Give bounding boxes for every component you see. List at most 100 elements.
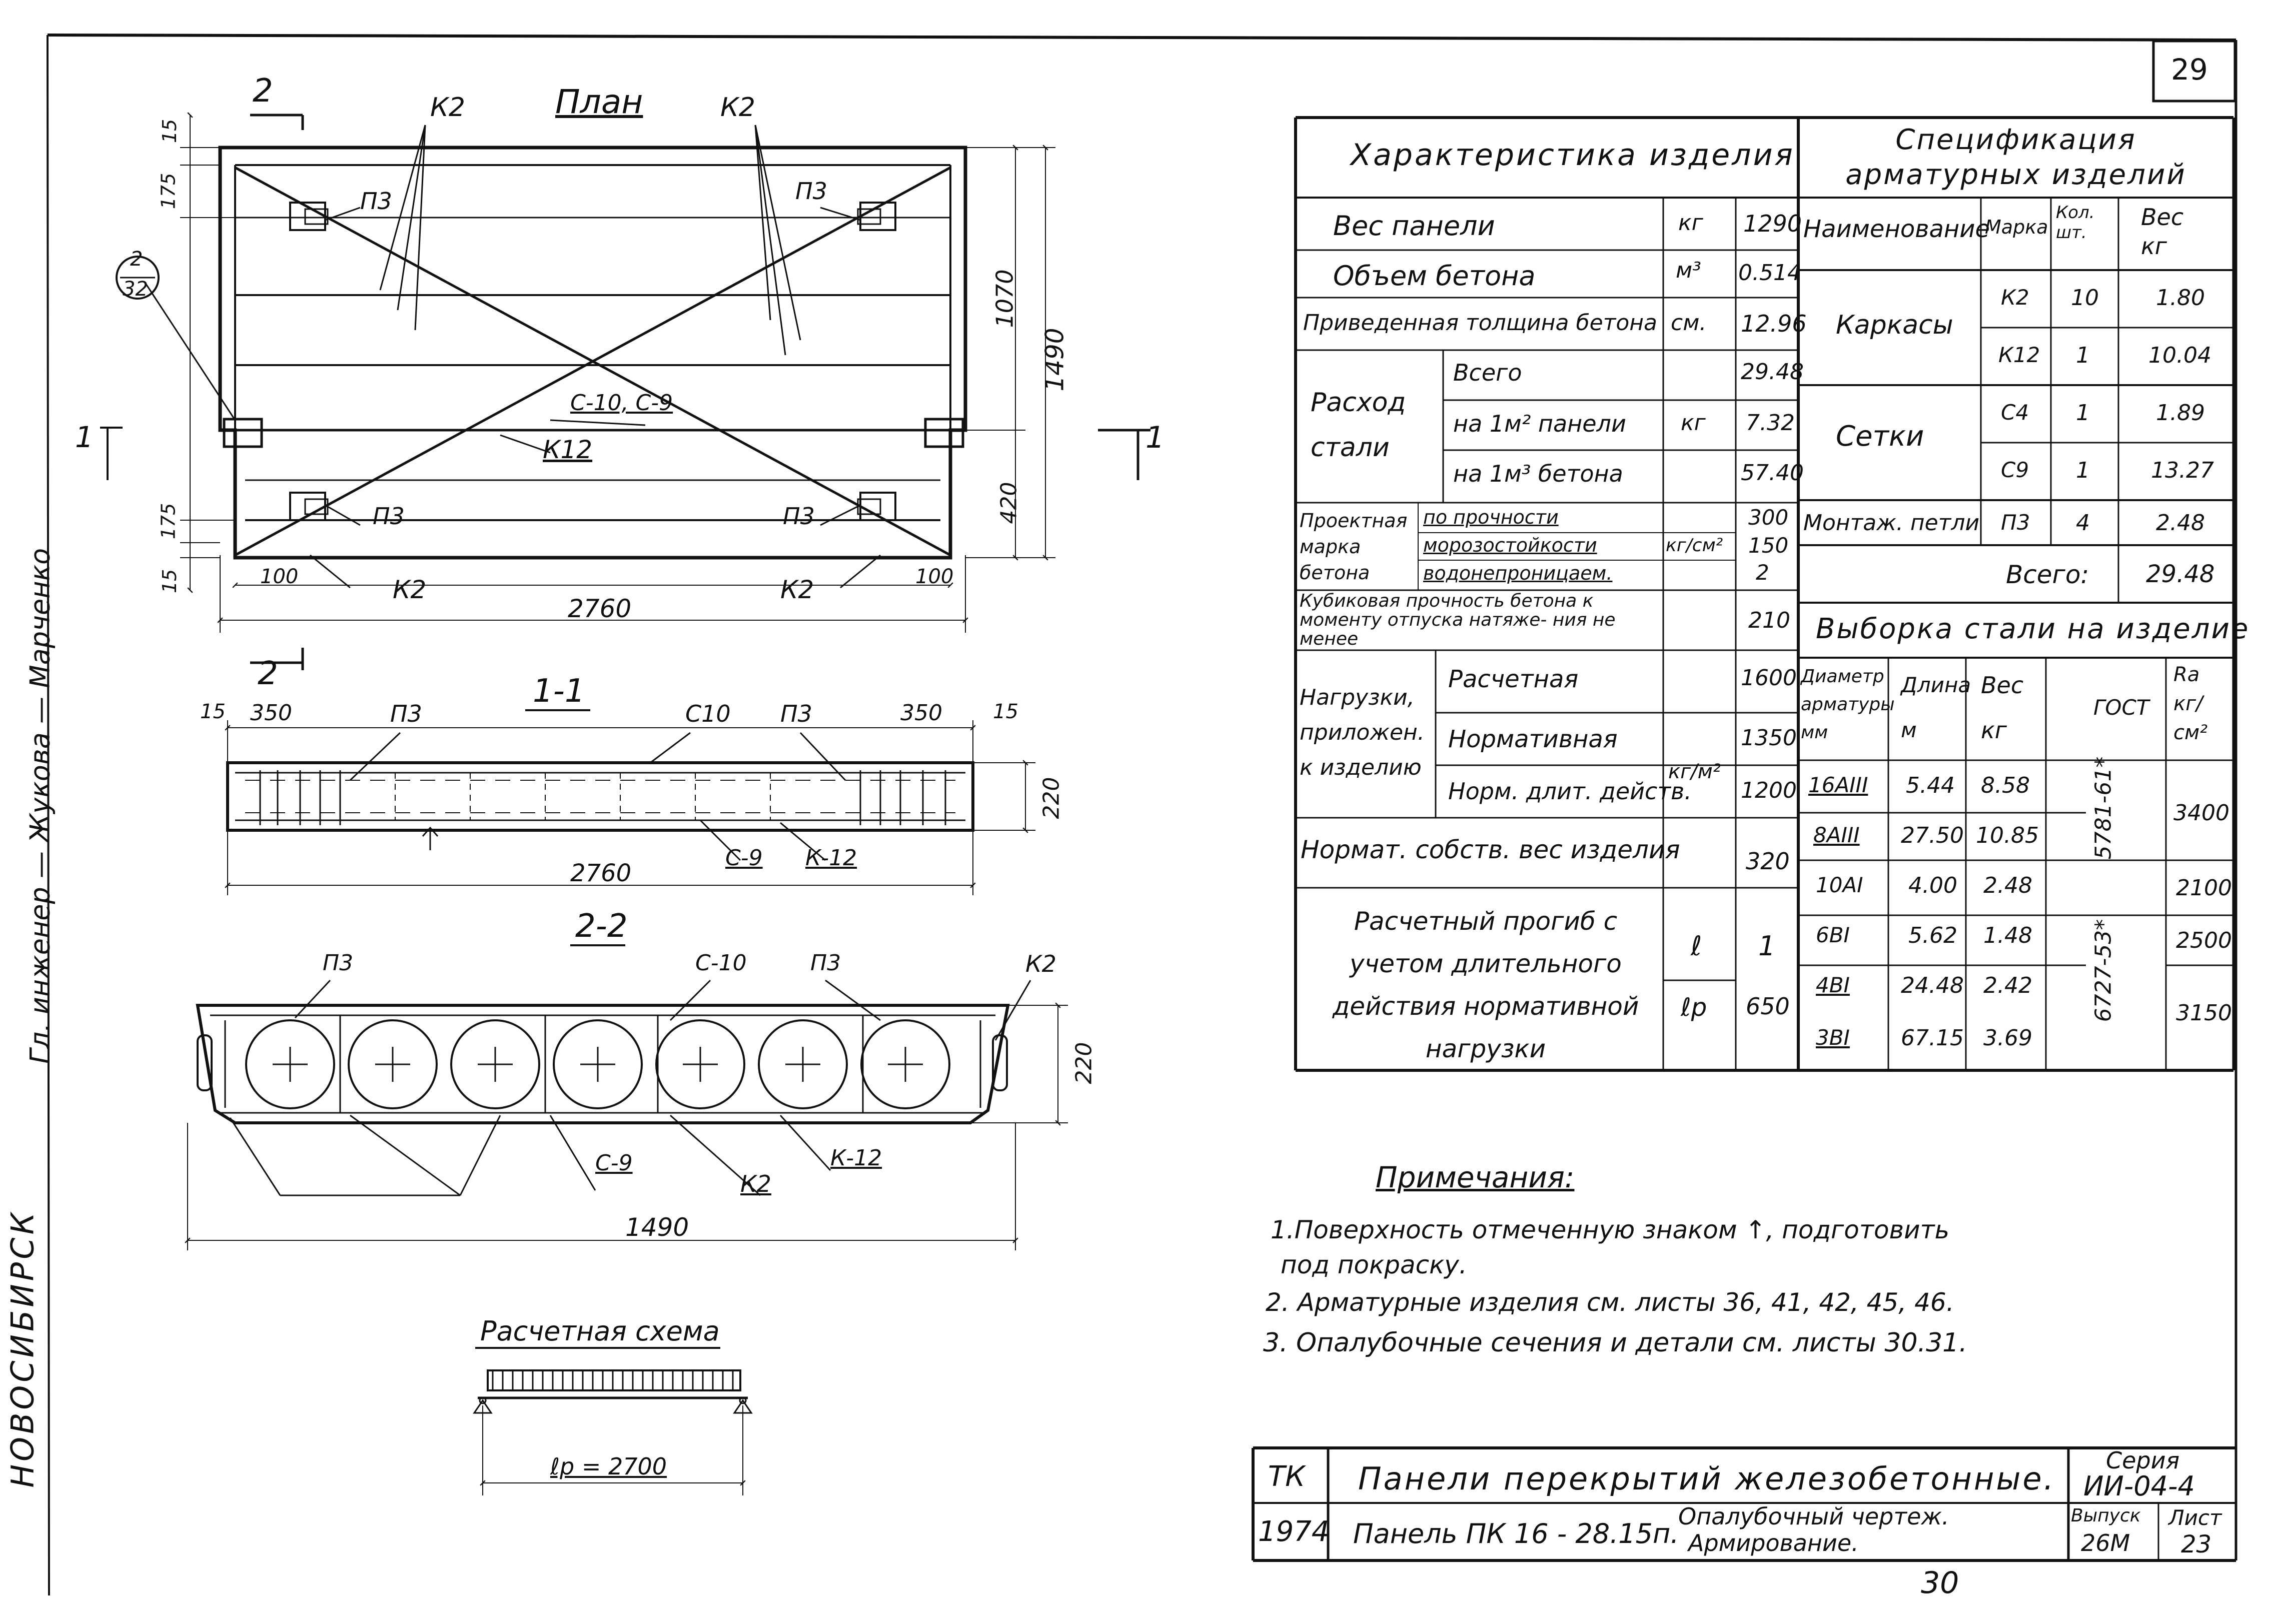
tb-year: 1974 [1258, 1515, 1330, 1548]
s22-label-c9: С-9 [595, 1150, 633, 1176]
note-1: 1.Поверхность отмеченную знаком ↑, подго… [1271, 1215, 1950, 1244]
tb-panel: Панель ПК 16 - 28.15п. [1353, 1518, 1679, 1549]
sel-row-2-wt: 2.48 [1983, 873, 2032, 898]
steel-selection-header: Выборка стали на изделие [1816, 613, 2250, 645]
s11-label-p3-right: П3 [780, 700, 812, 727]
concrete-grade-unit: кг/см² [1666, 535, 1723, 556]
s22-dim-220: 220 [1071, 1042, 1097, 1084]
deflection-value-num: 1 [1758, 930, 1776, 962]
plan-section-mark-bottom: 2 [258, 655, 278, 692]
steel-row-2-label: на 1м³ бетона [1453, 460, 1623, 487]
plan-dim-420: 420 [996, 482, 1022, 524]
own-weight-label: Нормат. собств. вес изделия [1301, 835, 1680, 864]
tb-issue: 26М [2081, 1529, 2130, 1556]
tb-sheet-label: Лист [2168, 1505, 2222, 1530]
characteristics-header: Характеристика изделия [1351, 138, 1795, 173]
plan-label-k2-bl: К2 [393, 575, 427, 604]
sel-row-3-len: 5.62 [1908, 923, 1957, 948]
sel-row-3-wt: 1.48 [1983, 923, 2032, 948]
char-weight-value: 1290 [1743, 210, 1802, 237]
tb-series: ИИ-04-4 [2083, 1470, 2195, 1502]
spec-total-label: Всего: [2006, 560, 2089, 589]
sel-row-4-len: 24.48 [1901, 973, 1964, 998]
section-1-1-title: 1-1 [533, 673, 585, 710]
calc-scheme [473, 1347, 753, 1495]
plan-label-p3-tr: П3 [795, 178, 827, 205]
plan-label-c10-c9: С-10, С-9 [570, 390, 673, 416]
callout-denominator: 32 [123, 278, 148, 301]
page-number: 29 [2171, 53, 2208, 87]
spec-group-1-row-1-weight: 13.27 [2151, 458, 2214, 483]
spec-group-0-row-1-mark: К12 [1998, 343, 2040, 367]
plan-dim-1070: 1070 [991, 269, 1018, 328]
cube-strength-value: 210 [1748, 608, 1790, 633]
deflection-unit-num: ℓ [1691, 930, 1702, 962]
scheme-span-label: ℓр = 2700 [550, 1453, 667, 1480]
sel-col-length: Длина м [1901, 673, 1971, 742]
steel-row-1-value: 7.32 [1746, 410, 1795, 436]
note-3: 3. Опалубочные сечения и детали см. лист… [1263, 1328, 1967, 1358]
cube-strength-label: Кубиковая прочность бетона к моменту отп… [1300, 591, 1616, 649]
sheet-frame [47, 34, 2237, 1596]
concrete-row-1-value: 150 [1748, 533, 1789, 558]
plan-label-k12: К12 [543, 435, 593, 464]
plan-label-k2-br: К2 [780, 575, 814, 604]
s11-dim-15-left: 15 [200, 700, 226, 723]
spec-group-1-row-0-weight: 1.89 [2156, 400, 2205, 426]
steel-row-1-label: на 1м² панели [1453, 410, 1626, 437]
callout-numerator: 2 [130, 248, 143, 271]
plan-title: План [555, 83, 643, 121]
s11-dim-2760: 2760 [570, 859, 632, 887]
sel-ra-0: 3400 [2173, 800, 2229, 826]
concrete-grade-label: Проектная марка бетона [1300, 510, 1408, 584]
sel-gost-1: 5781-61* [2090, 756, 2116, 860]
spec-group-0-row-0-qty: 10 [2071, 285, 2099, 311]
section-one-left-label: 1 [75, 420, 94, 454]
s22-label-k2-top: К2 [1025, 950, 1056, 977]
notes-title: Примечания: [1376, 1160, 1575, 1194]
spec-group-1-row-1-mark: С9 [2001, 458, 2029, 482]
steel-row-2-value: 57.40 [1741, 460, 1804, 486]
steel-usage-label: Расход стали [1311, 388, 1406, 463]
s22-dim-1490: 1490 [625, 1213, 689, 1242]
deflection-value-den: 650 [1746, 993, 1790, 1020]
loads-row-0-value: 1600 [1741, 665, 1797, 691]
plan-label-p3-tl: П3 [360, 188, 392, 215]
loads-unit: кг/м² [1668, 760, 1721, 783]
deflection-label: Расчетный прогиб с учетом длительного де… [1332, 907, 1639, 1063]
note-2: 2. Арматурные изделия см. листы 36, 41, … [1266, 1288, 1954, 1317]
char-thickness-value: 12.96 [1741, 310, 1807, 337]
concrete-row-2-label: водонепроницаем. [1423, 562, 1613, 584]
sel-col-weight: Вес кг [1981, 672, 2024, 744]
spec-col-mark: Марка [1985, 216, 2048, 238]
s11-label-k12: К-12 [805, 845, 857, 871]
concrete-row-0-label: по прочности [1423, 506, 1559, 528]
bottom-page-number: 30 [1921, 1565, 1959, 1600]
spec-group-2-row-0-mark: П3 [2001, 510, 2030, 535]
tb-series-label: Серия [2106, 1447, 2180, 1474]
sel-ra-2: 2500 [2176, 928, 2232, 953]
sel-ra-1: 2100 [2176, 875, 2232, 901]
s11-dim-350-left: 350 [250, 700, 292, 726]
plan-dim-15-bottom: 15 [159, 569, 181, 594]
s22-label-k2-bottom: К2 [740, 1170, 771, 1197]
spec-group-2-name: Монтаж. петли [1803, 510, 1980, 536]
note-1-cont: под покраску. [1281, 1250, 1467, 1279]
plan-label-p3-br: П3 [783, 503, 815, 530]
section-2-2-title: 2-2 [575, 908, 628, 945]
concrete-row-2-value: 2 [1756, 560, 1769, 585]
section-1-1 [225, 709, 1035, 895]
plan-dim-100-left: 100 [260, 565, 299, 588]
s11-dim-350-right: 350 [900, 700, 942, 726]
s11-dim-15-right: 15 [993, 700, 1018, 723]
plan-dim-15-top: 15 [159, 119, 181, 144]
sel-row-1-len: 27.50 [1901, 823, 1964, 848]
sel-col-ra: Ra кг/см² [2173, 663, 2208, 744]
spec-group-1-name: Сетки [1836, 420, 1924, 453]
tb-org: ТК [1268, 1460, 1305, 1493]
char-volume-label: Объем бетона [1333, 260, 1536, 292]
spec-col-qty: Кол. шт. [2056, 203, 2095, 243]
sel-row-4-dia: 4BI [1816, 973, 1850, 997]
plan-dim-175-top: 175 [157, 173, 180, 210]
sel-row-2-dia: 10AI [1816, 873, 1863, 897]
